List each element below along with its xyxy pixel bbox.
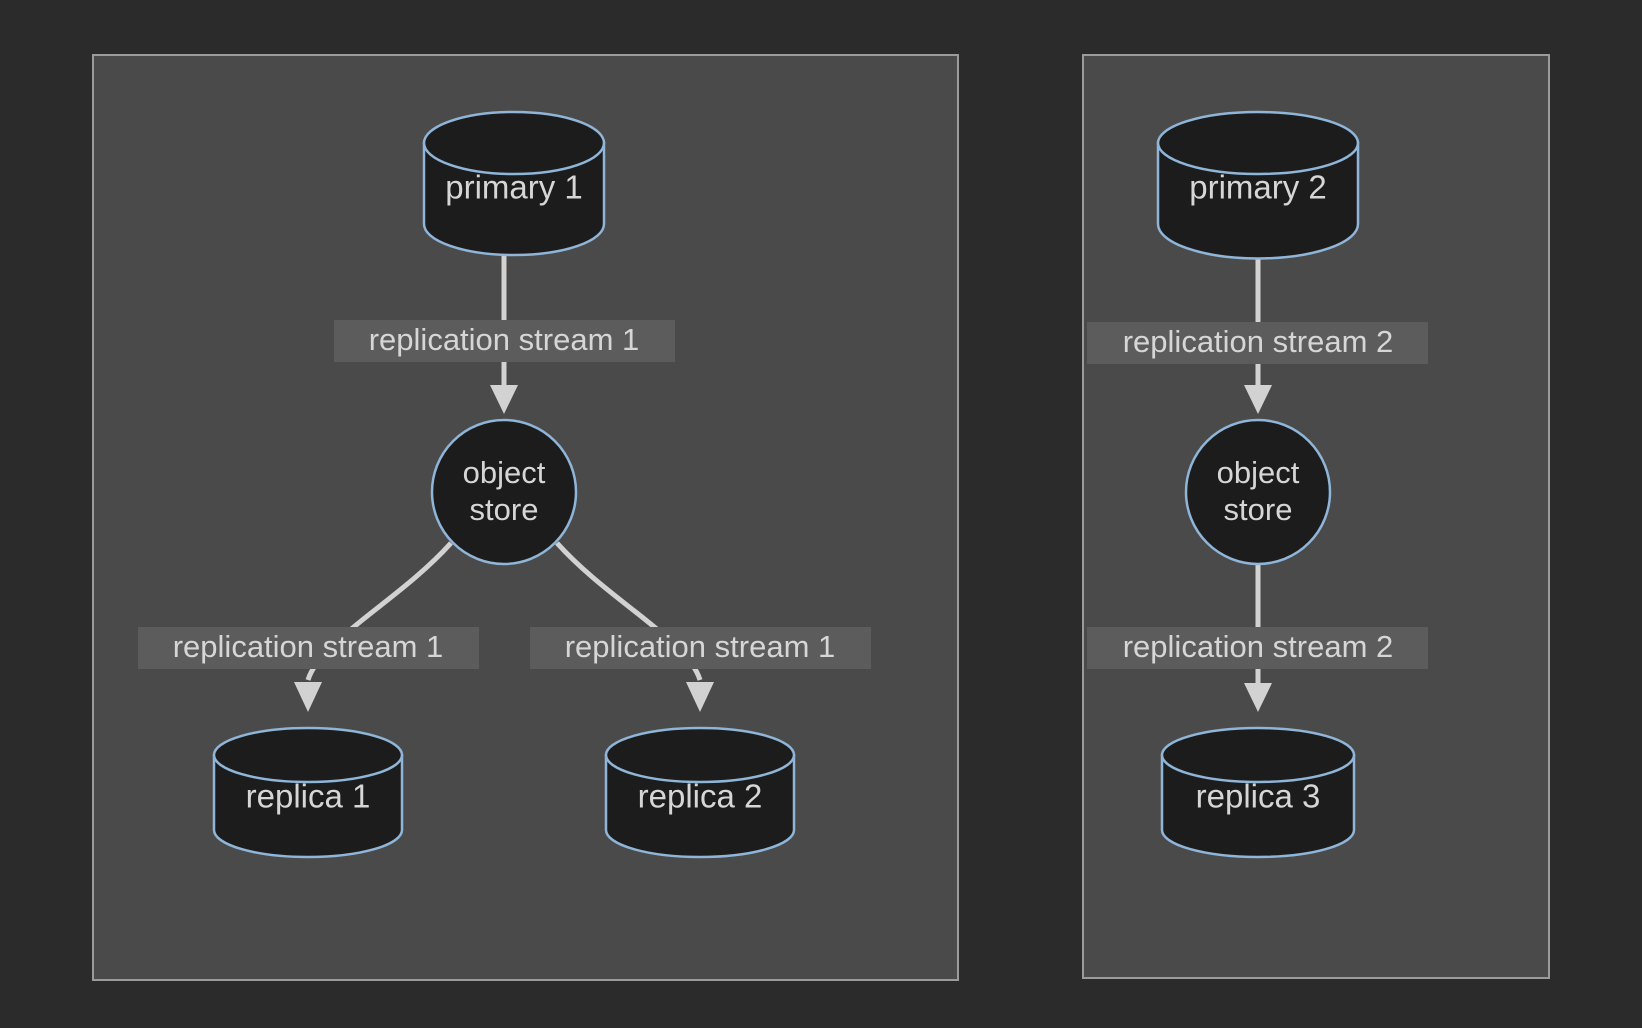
- edge-label-primary2-to-store2: replication stream 2: [1087, 322, 1428, 364]
- node-label-object-store-1-line1: object: [463, 455, 546, 490]
- node-label-object-store-1-line2: store: [470, 492, 539, 527]
- arrow-head-icon: [686, 682, 714, 712]
- node-replica-1[interactable]: replica 1: [212, 726, 404, 859]
- node-label-primary-2: primary 2: [1189, 169, 1327, 206]
- node-primary-2[interactable]: primary 2: [1156, 110, 1360, 260]
- edge-label-text: replication stream 1: [565, 629, 836, 664]
- node-label-object-store-2-line1: object: [1217, 455, 1300, 490]
- node-replica-3[interactable]: replica 3: [1160, 726, 1356, 859]
- node-label-replica-2: replica 2: [638, 778, 763, 815]
- edge-label-text: replication stream 2: [1123, 324, 1394, 359]
- node-replica-2[interactable]: replica 2: [604, 726, 796, 859]
- arrow-head-icon: [294, 682, 322, 712]
- node-label-primary-1: primary 1: [445, 169, 583, 206]
- edge-label-store2-to-replica3: replication stream 2: [1087, 627, 1428, 669]
- arrow-head-icon: [1244, 683, 1272, 712]
- arrow-head-icon: [1244, 385, 1272, 414]
- node-label-replica-3: replica 3: [1196, 778, 1321, 815]
- edge-label-text: replication stream 1: [173, 629, 444, 664]
- node-label-object-store-2-line2: store: [1224, 492, 1293, 527]
- node-object-store-2[interactable]: object store: [1184, 418, 1332, 566]
- edge-label-store1-to-replica1: replication stream 1: [138, 627, 479, 669]
- edge-label-primary1-to-store1: replication stream 1: [334, 320, 675, 362]
- node-object-store-1[interactable]: object store: [430, 418, 578, 566]
- node-primary-1[interactable]: primary 1: [422, 110, 606, 257]
- arrow-head-icon: [490, 385, 518, 414]
- edge-label-store1-to-replica2: replication stream 1: [530, 627, 871, 669]
- edge-label-text: replication stream 2: [1123, 629, 1394, 664]
- node-label-replica-1: replica 1: [246, 778, 371, 815]
- edge-label-text: replication stream 1: [369, 322, 640, 357]
- edge-primary1-to-store1: [490, 252, 518, 414]
